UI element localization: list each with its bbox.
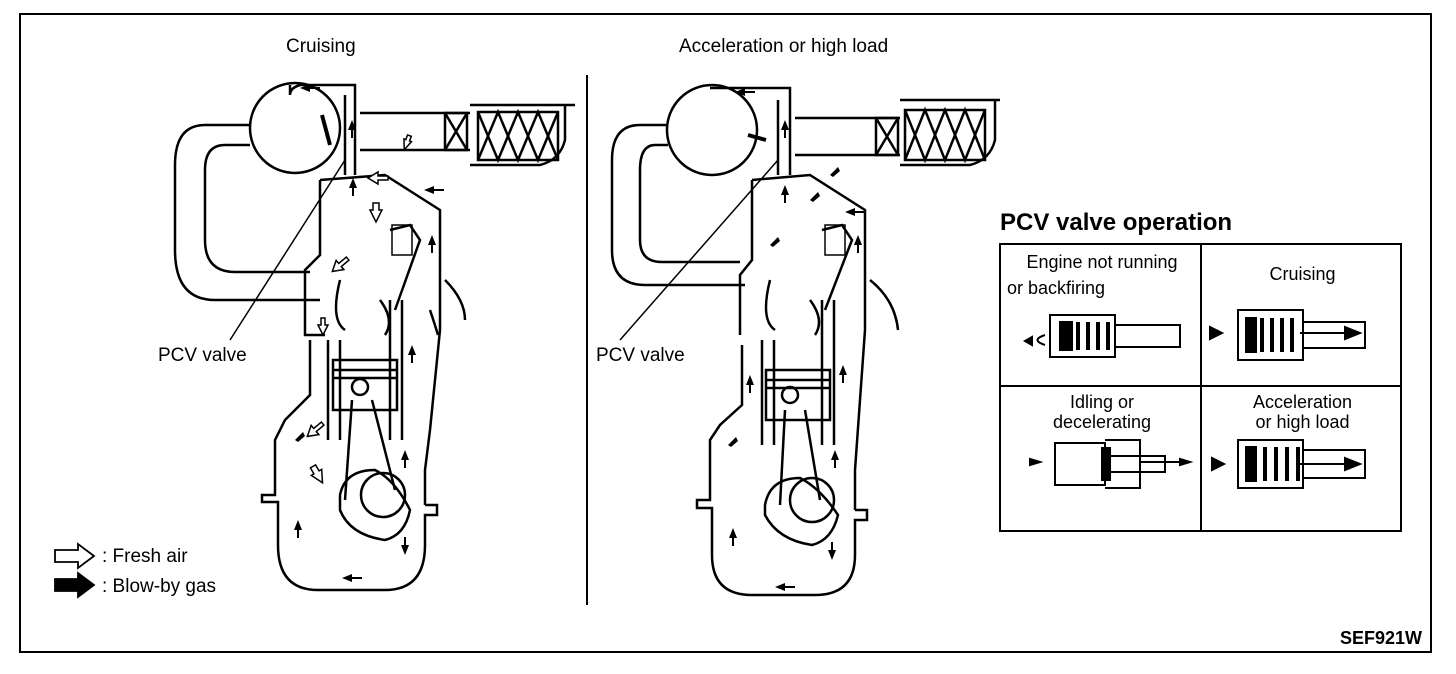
figure-frame bbox=[19, 13, 1432, 653]
cell-label-line1: Engine not running bbox=[1026, 252, 1178, 272]
valve-acceleration bbox=[1211, 439, 1366, 489]
engine-acceleration bbox=[610, 83, 1000, 597]
cell-label-line2: decelerating bbox=[1052, 412, 1152, 432]
acceleration-pcv-valve-label: PCV valve bbox=[596, 345, 685, 366]
cell-label-line2: or backfiring bbox=[1007, 278, 1106, 298]
cell-label-line1: Acceleration bbox=[1252, 392, 1353, 412]
fresh-air-arrow-icon bbox=[54, 542, 96, 570]
cruising-pcv-leader bbox=[229, 159, 346, 341]
cell-label-line1: Idling or bbox=[1069, 392, 1135, 412]
cell-label-line2: or high load bbox=[1255, 412, 1350, 432]
engine-cruising bbox=[173, 81, 575, 592]
cruising-panel-title: Cruising bbox=[286, 36, 356, 57]
figure-code: SEF921W bbox=[1339, 628, 1422, 648]
pcv-operation-table: Engine not running or backfiring Cruisin… bbox=[999, 243, 1402, 532]
blow-by-gas-arrow-icon bbox=[54, 571, 96, 599]
cruising-pcv-valve-label: PCV valve bbox=[158, 345, 247, 366]
cruising-fresh-air-arrows bbox=[306, 133, 413, 485]
pcv-operation-title: PCV valve operation bbox=[1000, 209, 1233, 236]
valve-cruising bbox=[1209, 309, 1366, 361]
valve-not-running bbox=[1022, 314, 1181, 358]
cruising-blow-by-arrows bbox=[294, 84, 444, 582]
acceleration-pcv-leader bbox=[619, 159, 779, 341]
acceleration-panel-title: Acceleration or high load bbox=[679, 36, 889, 57]
cell-label-line1: Cruising bbox=[1269, 264, 1336, 284]
valve-idling bbox=[1029, 439, 1194, 489]
acceleration-blow-by-arrows bbox=[728, 88, 865, 591]
legend-fresh-air: : Fresh air bbox=[102, 546, 188, 567]
legend-blow-by-gas: : Blow-by gas bbox=[102, 576, 217, 597]
